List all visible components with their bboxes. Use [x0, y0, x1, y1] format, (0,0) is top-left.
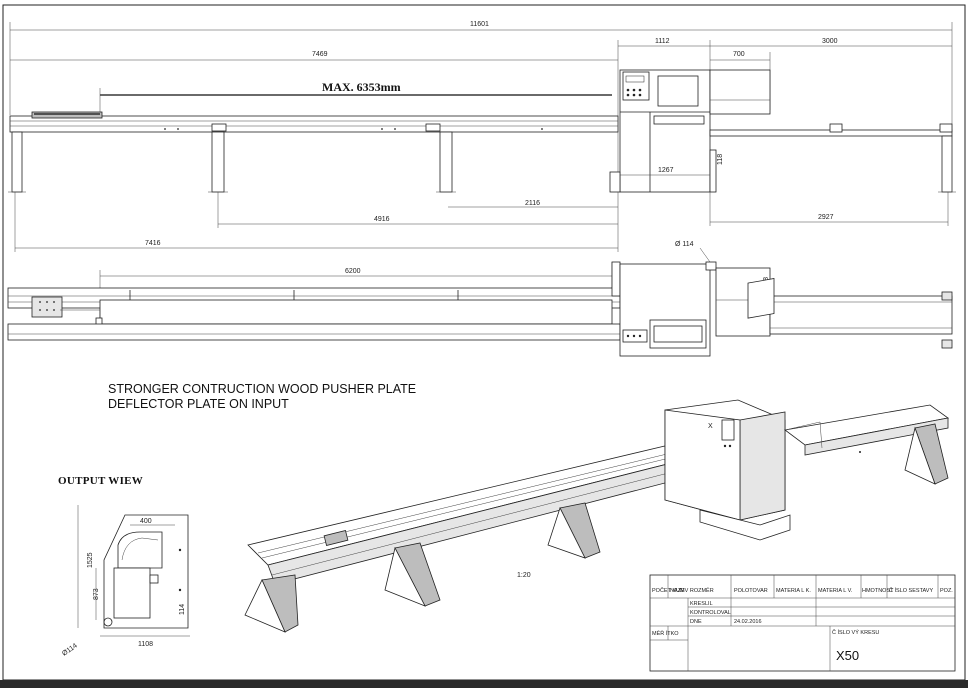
dim-leg-spacing-a: 2116	[525, 200, 540, 207]
tb-kreslil: KRESLIL	[690, 601, 713, 607]
tb-cislo-sestavy: Č ÍSLO SESTAVY	[889, 587, 933, 594]
dim-view-base-width: 1108	[138, 641, 153, 648]
tb-poc-kom: POČET KUM	[652, 587, 685, 594]
tb-cislo-vykresu: Č ÍSLO VÝ KRESU	[832, 629, 879, 636]
dim-outfeed-legs: 2927	[818, 214, 834, 221]
dim-diameter-top: Ø 114	[675, 241, 694, 248]
tb-kontroloval: KONTROLOVAL	[690, 610, 731, 616]
note-line-2: DEFLECTOR PLATE ON INPUT	[108, 397, 289, 411]
dim-view-width-top: 400	[140, 518, 152, 525]
iso-label: X	[708, 423, 713, 430]
tb-date: 24.02.2016	[734, 619, 762, 625]
bottom-bar	[0, 680, 968, 688]
dim-view-height: 1525	[87, 552, 94, 568]
dim-leg-spacing-b: 4916	[374, 216, 390, 223]
plan-holes	[39, 301, 55, 311]
tb-polotovar: POLOTOVAR	[734, 588, 768, 594]
isometric-view: X	[244, 278, 949, 633]
dim-machine-width: 1112	[655, 38, 670, 45]
dim-view-pipe-height: 114	[179, 604, 186, 615]
tb-materia-lk: MATERIA L K.	[776, 588, 811, 594]
tb-dne: DNE	[690, 619, 702, 625]
tb-poz: POZ.	[940, 588, 953, 594]
dim-infeed-length: 7469	[312, 51, 328, 58]
dim-outfeed-gap: 700	[733, 51, 745, 58]
dim-machine-base: 1267	[658, 167, 674, 174]
tb-meritko: MĚŘ ÍTKO	[652, 629, 679, 637]
dim-machine-height: 118	[717, 154, 724, 165]
tb-nazev: NAZEV ROZMĚR	[670, 586, 714, 594]
output-view: OUTPUT WIEW 1525 400 873 114 Ø114 1108	[58, 475, 190, 658]
note-line-1: STRONGER CONTRUCTION WOOD PUSHER PLATE	[108, 382, 416, 396]
output-view-title: OUTPUT WIEW	[58, 475, 143, 487]
dim-view-inner-height: 873	[93, 588, 100, 600]
plan-view: 6200 Ø 114 1108	[7, 241, 953, 357]
title-block: POČET KUM NAZEV ROZMĚR POLOTOVAR MATERIA…	[649, 574, 956, 672]
tb-hmotnost: HMOTNOST	[862, 588, 894, 594]
front-elevation: 1267 118 2116 4916 2927 7416	[8, 69, 956, 252]
scale-label: 1:20	[517, 572, 531, 579]
dim-infeed-total: 7416	[145, 240, 161, 247]
tb-materia-lv: MATERIA L V.	[818, 588, 853, 594]
control-panel-buttons	[625, 75, 645, 97]
max-cut-label: MAX. 6353mm	[322, 80, 401, 94]
dim-outfeed-length: 3000	[822, 38, 838, 45]
tb-drawing-no: X50	[836, 648, 859, 663]
dim-overall-length: 11601	[470, 21, 489, 28]
dim-pusher-travel: 6200	[345, 268, 361, 275]
